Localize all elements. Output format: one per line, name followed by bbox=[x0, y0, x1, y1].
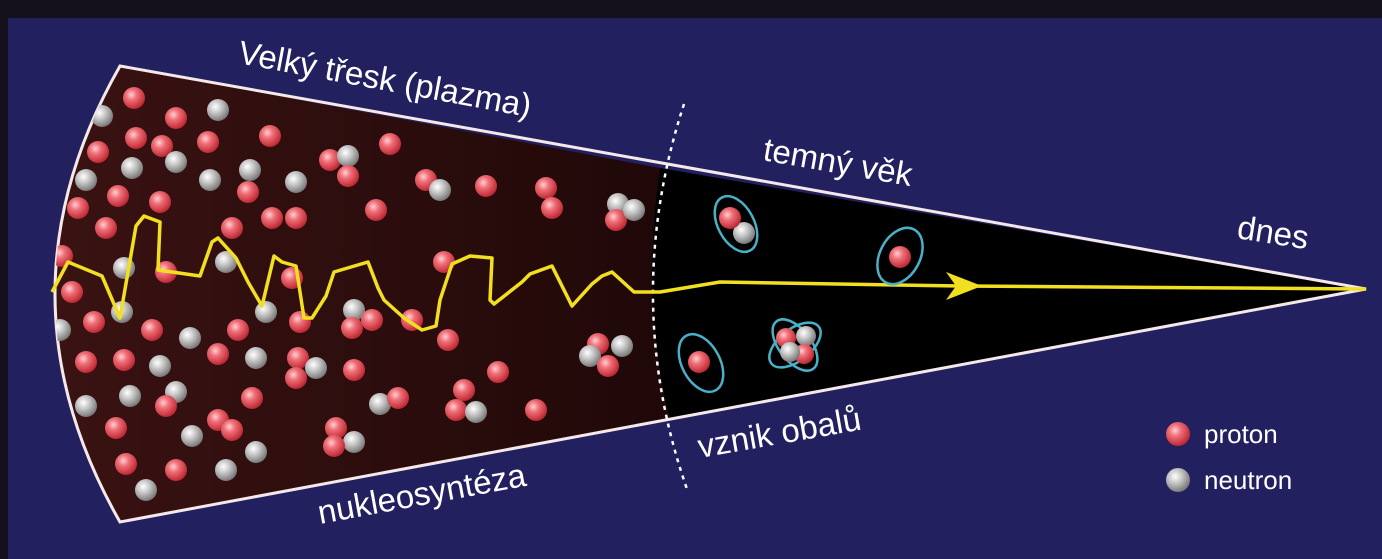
neutron-particle bbox=[245, 347, 267, 369]
proton-particle bbox=[207, 343, 229, 365]
legend-neutron-swatch bbox=[1166, 468, 1190, 492]
neutron-particle bbox=[780, 342, 800, 362]
proton-particle bbox=[141, 319, 163, 341]
neutron-particle bbox=[623, 199, 645, 221]
neutron-particle bbox=[199, 169, 221, 191]
legend-proton-label: proton bbox=[1204, 419, 1278, 449]
neutron-particle bbox=[429, 179, 451, 201]
proton-particle bbox=[361, 309, 383, 331]
proton-particle bbox=[445, 399, 467, 421]
proton-particle bbox=[241, 387, 263, 409]
neutron-particle bbox=[215, 459, 237, 481]
proton-particle bbox=[285, 207, 307, 229]
proton-particle bbox=[289, 311, 311, 333]
proton-particle bbox=[197, 131, 219, 153]
proton-particle bbox=[341, 317, 363, 339]
proton-particle bbox=[365, 199, 387, 221]
neutron-particle bbox=[255, 301, 277, 323]
proton-particle bbox=[387, 387, 409, 409]
proton-particle bbox=[541, 197, 563, 219]
neutron-particle bbox=[75, 169, 97, 191]
proton-particle bbox=[165, 107, 187, 129]
proton-particle bbox=[227, 319, 249, 341]
proton-particle bbox=[437, 329, 459, 351]
neutron-particle bbox=[285, 171, 307, 193]
proton-particle bbox=[525, 399, 547, 421]
proton-particle bbox=[113, 349, 135, 371]
proton-particle bbox=[597, 355, 619, 377]
proton-particle bbox=[125, 127, 147, 149]
legend-neutron-label: neutron bbox=[1204, 465, 1292, 495]
proton-particle bbox=[337, 165, 359, 187]
neutron-particle bbox=[121, 157, 143, 179]
neutron-particle bbox=[179, 327, 201, 349]
proton-particle bbox=[155, 395, 177, 417]
proton-particle bbox=[889, 246, 911, 268]
proton-particle bbox=[221, 217, 243, 239]
proton-particle bbox=[149, 191, 171, 213]
neutron-particle bbox=[149, 355, 171, 377]
proton-particle bbox=[259, 125, 281, 147]
neutron-particle bbox=[207, 99, 229, 121]
neutron-particle bbox=[611, 335, 633, 357]
neutron-particle bbox=[135, 479, 157, 501]
neutron-particle bbox=[796, 326, 816, 346]
neutron-particle bbox=[343, 431, 365, 453]
proton-particle bbox=[83, 311, 105, 333]
legend-proton-swatch bbox=[1166, 422, 1190, 446]
proton-particle bbox=[475, 175, 497, 197]
proton-particle bbox=[261, 207, 283, 229]
proton-particle bbox=[487, 361, 509, 383]
proton-particle bbox=[285, 367, 307, 389]
proton-particle bbox=[123, 87, 145, 109]
proton-particle bbox=[453, 379, 475, 401]
proton-particle bbox=[343, 359, 365, 381]
neutron-particle bbox=[165, 151, 187, 173]
proton-particle bbox=[87, 141, 109, 163]
proton-particle bbox=[115, 453, 137, 475]
proton-particle bbox=[535, 177, 557, 199]
proton-particle bbox=[95, 217, 117, 239]
proton-particle bbox=[323, 435, 345, 457]
neutron-particle bbox=[305, 357, 327, 379]
proton-particle bbox=[75, 351, 97, 373]
neutron-particle bbox=[239, 159, 261, 181]
proton-particle bbox=[237, 181, 259, 203]
neutron-particle bbox=[181, 425, 203, 447]
proton-particle bbox=[61, 281, 83, 303]
neutron-particle bbox=[75, 395, 97, 417]
proton-particle bbox=[221, 419, 243, 441]
proton-particle bbox=[719, 207, 741, 229]
proton-particle bbox=[105, 417, 127, 439]
proton-particle bbox=[165, 459, 187, 481]
proton-particle bbox=[67, 197, 89, 219]
proton-particle bbox=[688, 351, 710, 373]
proton-particle bbox=[107, 185, 129, 207]
neutron-particle bbox=[119, 385, 141, 407]
neutron-particle bbox=[465, 401, 487, 423]
proton-particle bbox=[379, 133, 401, 155]
neutron-particle bbox=[245, 441, 267, 463]
neutron-particle bbox=[337, 145, 359, 167]
